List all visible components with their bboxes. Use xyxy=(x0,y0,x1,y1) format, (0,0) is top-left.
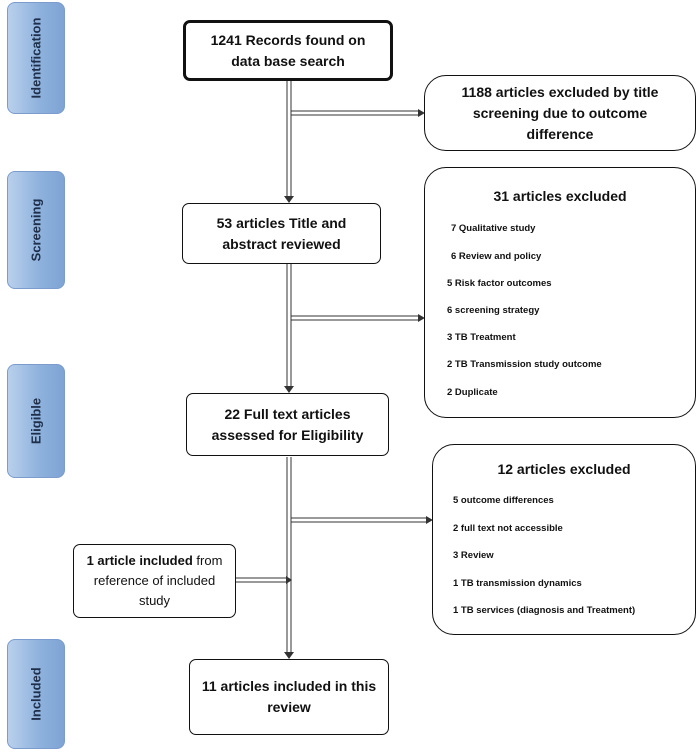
excluded-12-item: 2 full text not accessible xyxy=(453,523,563,534)
title-excluded-line-2: screening due to outcome xyxy=(472,104,648,121)
reference-rest: from xyxy=(192,553,223,568)
reference-included-box: 1 article included from reference of inc… xyxy=(73,544,236,618)
abstract-line-1: 53 articles Title and xyxy=(216,214,347,231)
records-found-box: 1241 Records found on data base search xyxy=(183,20,393,81)
reference-bold: 1 article included xyxy=(86,553,193,568)
excluded-12-heading: 12 articles excluded xyxy=(497,461,631,477)
abstract-reviewed-box: 53 articles Title and abstract reviewed xyxy=(182,203,381,264)
title-excluded-line-3: difference xyxy=(526,125,594,142)
excluded-12-item: 3 Review xyxy=(453,550,494,561)
excluded-31-item: 2 Duplicate xyxy=(447,387,498,398)
full-text-assessed-box: 22 Full text articles assessed for Eligi… xyxy=(186,393,389,456)
title-excluded-box: 1188 articles excluded by title screenin… xyxy=(424,75,696,151)
excluded-31-item: 3 TB Treatment xyxy=(447,332,516,343)
full-text-line-1: 22 Full text articles xyxy=(224,405,351,422)
phase-included: Included xyxy=(7,639,65,749)
phase-included-label: Included xyxy=(28,667,44,721)
reference-line-2: reference of included xyxy=(93,573,216,588)
phase-eligible-label: Eligible xyxy=(28,397,44,445)
abstract-line-2: abstract reviewed xyxy=(222,235,341,252)
title-excluded-line-1: 1188 articles excluded by title xyxy=(461,83,659,100)
records-line-1: 1241 Records found on xyxy=(210,31,366,48)
full-text-line-2: assessed for Eligibility xyxy=(211,426,364,443)
excluded-12-item: 1 TB services (diagnosis and Treatment) xyxy=(453,605,636,616)
records-line-2: data base search xyxy=(231,52,345,69)
phase-identification: Identification xyxy=(7,2,65,114)
excluded-31-item: 6 Review and policy xyxy=(451,251,542,262)
reference-line-3: study xyxy=(138,593,171,608)
excluded-31-heading: 31 articles excluded xyxy=(493,188,627,204)
excluded-31-item: 2 TB Transmission study outcome xyxy=(447,359,602,370)
phase-screening-label: Screening xyxy=(28,198,44,262)
excluded-12-item: 5 outcome differences xyxy=(453,495,554,506)
excluded-31-item: 7 Qualitative study xyxy=(451,223,536,234)
excluded-12-box: 12 articles excluded 5 outcome differenc… xyxy=(432,444,696,635)
final-line-2: review xyxy=(267,699,311,715)
excluded-31-item: 6 screening strategy xyxy=(447,305,540,316)
phase-identification-label: Identification xyxy=(28,17,44,99)
final-line-1: 11 articles included in this xyxy=(201,678,377,694)
excluded-31-item: 5 Risk factor outcomes xyxy=(447,278,552,289)
phase-screening: Screening xyxy=(7,171,65,289)
phase-eligible: Eligible xyxy=(7,364,65,478)
excluded-12-item: 1 TB transmission dynamics xyxy=(453,578,582,589)
final-included-box: 11 articles included in this review xyxy=(189,659,389,735)
excluded-31-box: 31 articles excluded 7 Qualitative study… xyxy=(424,167,696,418)
